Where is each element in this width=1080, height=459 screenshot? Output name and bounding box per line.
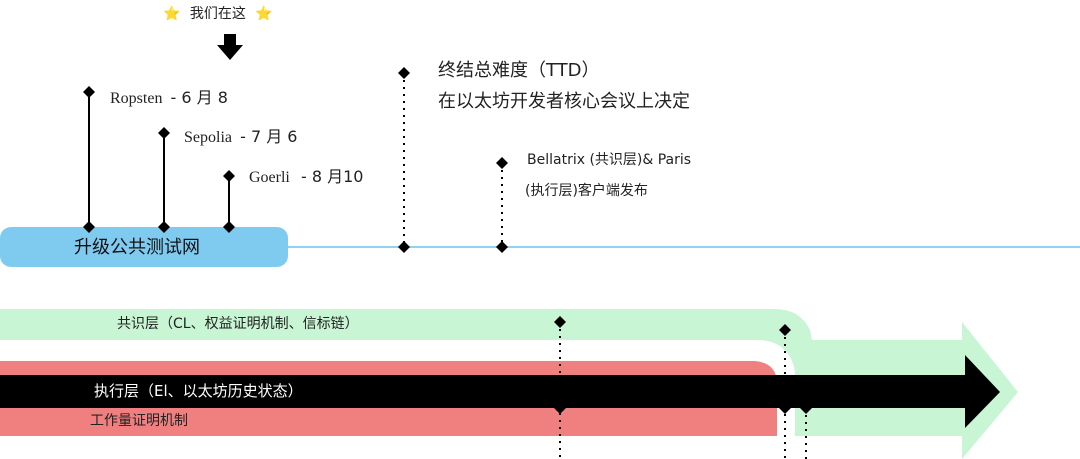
merge-diamond-2a: [779, 324, 791, 336]
merge-diamond-3: [800, 402, 812, 414]
merge-diamond-1a: [554, 316, 566, 328]
ttd-diamond-bottom: [398, 241, 410, 253]
testnet-date: - 6 月 8: [170, 88, 228, 107]
release-title: Bellatrix (共识层)& Paris: [527, 152, 692, 168]
goerli-diamond-top: [223, 170, 235, 182]
star-icon: ⭐: [255, 6, 273, 22]
testnet-date: - 8 月10: [300, 167, 364, 186]
upgrade-bar: [0, 227, 288, 267]
star-icon: ⭐: [163, 6, 181, 22]
testnet-label-goerli: Goerli - 8 月10: [249, 166, 363, 189]
ropsten-diamond-top: [83, 86, 95, 98]
sepolia-diamond-bottom: [158, 221, 170, 233]
release-diamond-bottom: [496, 241, 508, 253]
here-marker: ⭐ 我们在这 ⭐: [163, 4, 273, 24]
ttd-diamond-top: [398, 67, 410, 79]
merge-diamond-2b: [779, 402, 791, 414]
pow-label: 工作量证明机制: [90, 413, 188, 429]
ropsten-diamond-bottom: [83, 221, 95, 233]
testnet-label-ropsten: Ropsten - 6 月 8: [110, 87, 228, 110]
ttd-subtitle: 在以太坊开发者核心会议上决定: [438, 91, 690, 112]
execution-arrow: [0, 355, 1000, 428]
ttd-title: 终结总难度（TTD）: [438, 60, 600, 81]
upgrade-label: 升级公共测试网: [74, 237, 200, 258]
goerli-diamond-bottom: [223, 221, 235, 233]
merge-diamond-1b: [554, 402, 566, 414]
testnet-name: Sepolia: [184, 129, 232, 146]
testnet-name: Goerli: [249, 169, 290, 186]
here-label: 我们在这: [189, 6, 246, 22]
down-arrow-icon: [217, 34, 243, 60]
release-diamond-top: [496, 157, 508, 169]
release-subtitle: (执行层)客户端发布: [525, 183, 648, 199]
testnet-name: Ropsten: [110, 90, 163, 107]
testnet-label-sepolia: Sepolia - 7 月 6: [184, 126, 298, 149]
testnet-date: - 7 月 6: [240, 127, 298, 146]
consensus-label: 共识层（CL、权益证明机制、信标链）: [117, 316, 359, 332]
execution-label: 执行层（El、以太坊历史状态）: [94, 382, 303, 400]
sepolia-diamond-top: [158, 127, 170, 139]
